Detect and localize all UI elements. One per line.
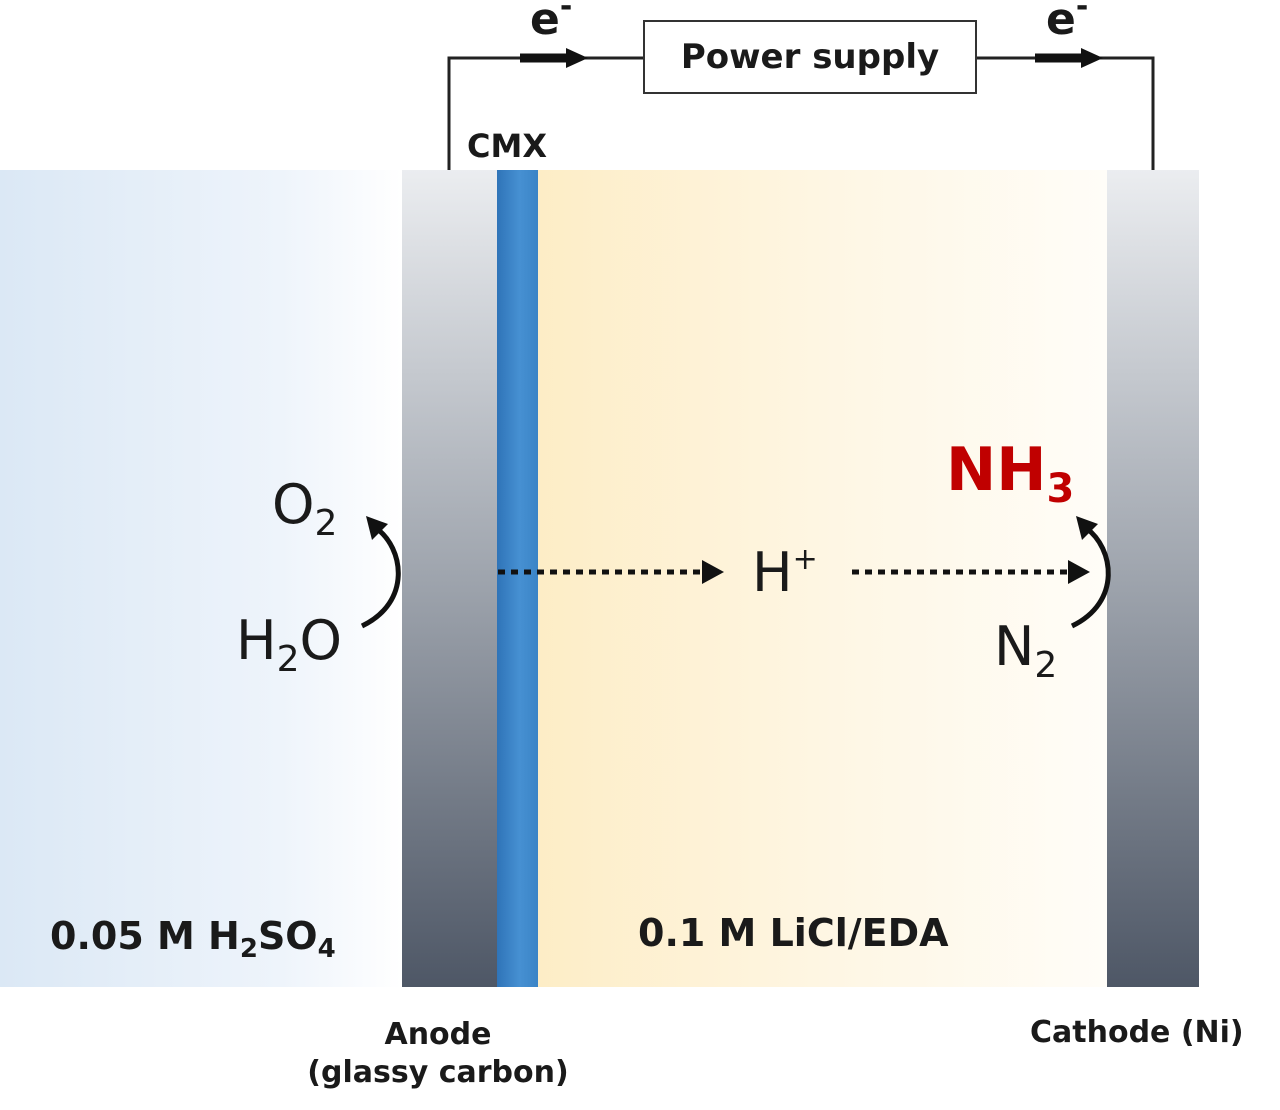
electron-label-right: e-	[1046, 0, 1089, 45]
anolyte-region	[0, 170, 402, 987]
electron-arrow-right	[1035, 48, 1103, 68]
anode-caption: Anode (glassy carbon)	[288, 1016, 588, 1091]
power-supply-box: Power supply	[643, 20, 977, 94]
proton-arrow-left	[498, 560, 724, 584]
circuit-wire-right	[977, 56, 1155, 170]
anolyte-label: 0.05 M H2SO4	[50, 914, 336, 964]
cathode-electrode	[1107, 170, 1199, 987]
proton-arrow-right	[852, 560, 1090, 584]
catholyte-region	[538, 170, 1108, 987]
reduction-curve-arrow	[1070, 516, 1111, 629]
n2-label: N2	[994, 615, 1058, 686]
o2-label: O2	[272, 473, 338, 544]
h-plus-label: H+	[752, 541, 818, 604]
anode-caption-line2: (glassy carbon)	[307, 1054, 569, 1090]
anode-electrode	[402, 170, 498, 987]
cmx-membrane	[497, 170, 538, 987]
cathode-caption: Cathode (Ni)	[1030, 1015, 1244, 1050]
catholyte-label: 0.1 M LiCl/EDA	[638, 911, 949, 955]
h2o-label: H2O	[236, 609, 343, 680]
electron-label-left: e-	[530, 0, 573, 45]
membrane-label: CMX	[467, 127, 547, 165]
nh3-label: NH3	[946, 435, 1075, 512]
electron-arrow-left	[520, 48, 588, 68]
anode-caption-line1: Anode	[384, 1017, 492, 1052]
power-supply-label: Power supply	[680, 37, 940, 77]
oxidation-curve-arrow	[360, 516, 401, 629]
